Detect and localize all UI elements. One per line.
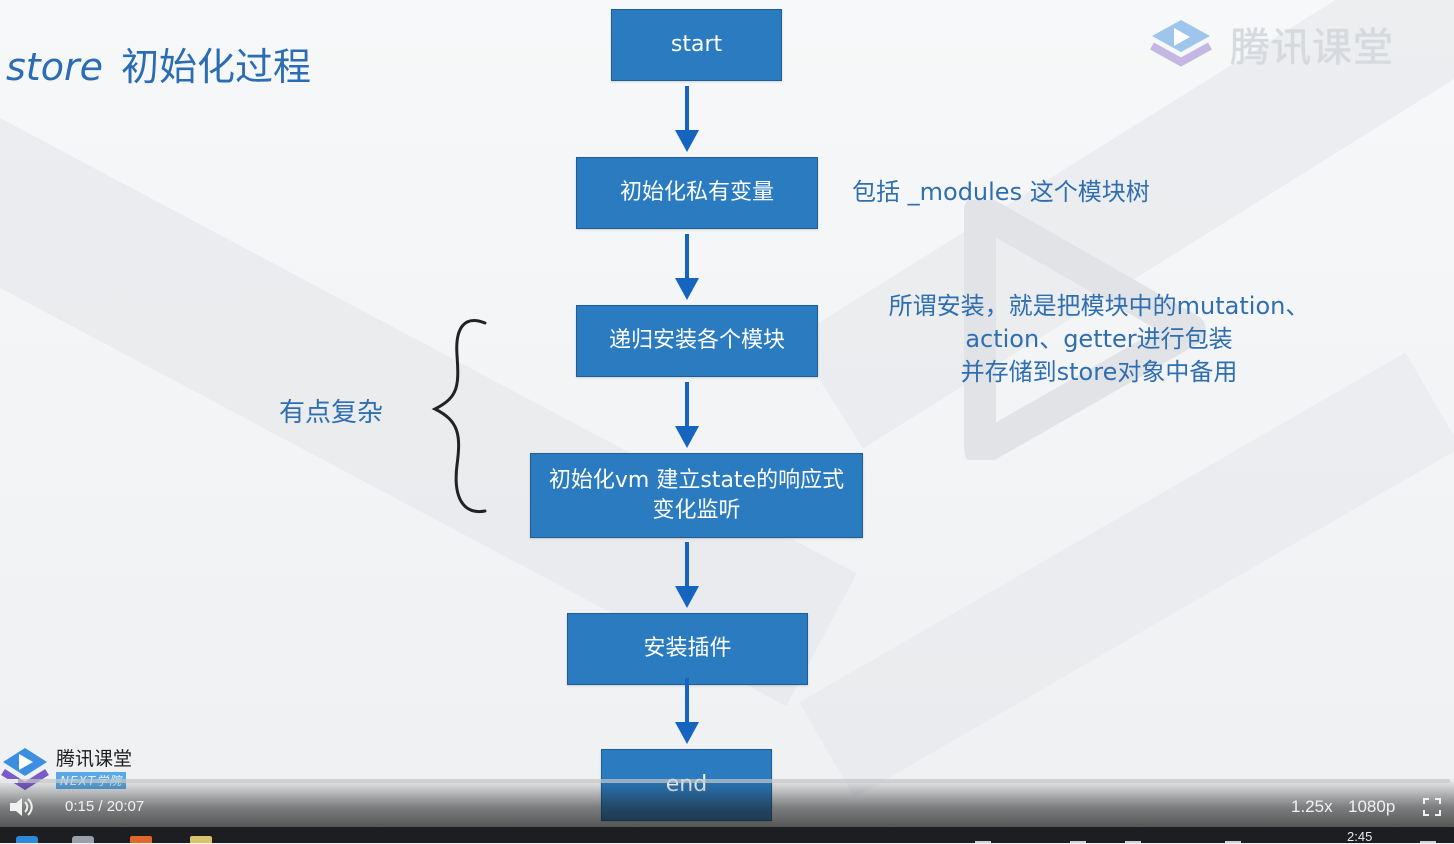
- flow-step3-box: 初始化vm 建立state的响应式 变化监听: [530, 453, 863, 538]
- video-controls-bar: 0:15 / 20:07 1.25x 1080p: [0, 778, 1454, 827]
- taskbar-app-icon[interactable]: [975, 841, 991, 843]
- taskbar-app-icon[interactable]: [1225, 841, 1241, 843]
- flow-start-label: start: [670, 32, 723, 57]
- tencent-classroom-logo: 腾讯课堂: [1146, 14, 1394, 74]
- background-play-watermark-icon: [964, 200, 1206, 460]
- note-step2: 所谓安装，就是把模块中的mutation、 action、getter进行包装 …: [864, 290, 1334, 389]
- os-taskbar: 2:45: [0, 827, 1454, 844]
- taskbar-app-icon[interactable]: [1070, 841, 1086, 843]
- flow-arrow: [675, 234, 699, 300]
- slide-title-cn: 初始化过程: [120, 45, 311, 89]
- taskbar-app-icon[interactable]: [190, 836, 212, 843]
- taskbar-app-icon[interactable]: [72, 836, 94, 843]
- flow-step1-label: 初始化私有变量: [619, 180, 774, 205]
- note-step1: 包括 _modules 这个模块树: [852, 178, 1150, 206]
- note-step2-line2: action、getter进行包装: [965, 325, 1233, 353]
- flow-step2-box: 递归安装各个模块: [576, 305, 818, 377]
- progress-bar[interactable]: [0, 779, 1450, 783]
- flow-step2-label: 递归安装各个模块: [608, 328, 785, 353]
- curly-brace-annotation: [431, 319, 487, 514]
- flow-arrow: [675, 678, 699, 744]
- progress-fill: [0, 779, 19, 783]
- flow-arrow: [675, 382, 699, 448]
- brand-text: 腾讯课堂: [1230, 25, 1394, 71]
- taskbar-app-icon[interactable]: [16, 836, 38, 843]
- note-step2-line1: 所谓安装，就是把模块中的mutation、: [888, 292, 1310, 320]
- slide-title-en: store: [6, 45, 103, 89]
- taskbar-app-icon[interactable]: [130, 836, 152, 843]
- tencent-classroom-play-icon: [1150, 20, 1212, 67]
- flow-step1-box: 初始化私有变量: [576, 157, 818, 229]
- time-display: 0:15 / 20:07: [65, 798, 145, 815]
- volume-icon[interactable]: [8, 796, 34, 818]
- taskbar-app-icon[interactable]: [1125, 841, 1141, 843]
- fullscreen-icon[interactable]: [1422, 797, 1442, 817]
- watermark-name: 腾讯课堂: [56, 748, 133, 770]
- flow-step3-label-line2: 变化监听: [652, 497, 741, 523]
- speed-button[interactable]: 1.25x: [1291, 797, 1333, 816]
- flow-arrow: [675, 542, 699, 608]
- brace-label: 有点复杂: [279, 398, 384, 428]
- flow-arrow: [675, 86, 699, 152]
- note-step2-line3: 并存储到store对象中备用: [960, 358, 1238, 386]
- taskbar-clock: 2:45: [1347, 829, 1373, 844]
- taskbar-app-icon[interactable]: [1420, 841, 1436, 843]
- flow-start-box: start: [611, 9, 782, 81]
- flow-step4-label: 安装插件: [643, 636, 732, 661]
- flow-step4-box: 安装插件: [567, 613, 808, 685]
- slide-title: store 初始化过程: [6, 36, 311, 91]
- quality-button[interactable]: 1080p: [1348, 797, 1396, 816]
- flow-step3-label-line1: 初始化vm 建立state的响应式: [548, 467, 845, 493]
